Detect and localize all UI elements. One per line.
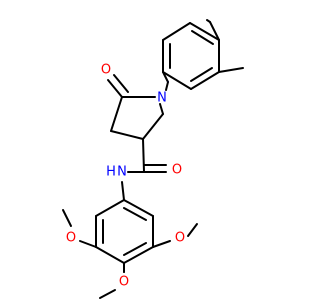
carbonyl-double-bond-b xyxy=(113,74,129,93)
carbonyl-double-bond-a xyxy=(107,79,123,98)
atom-label-nitrogen: N xyxy=(157,91,167,106)
bond xyxy=(162,71,192,90)
aromatic-double-bond xyxy=(190,67,213,82)
methoxy-bond-left xyxy=(79,240,97,248)
bond xyxy=(142,138,145,173)
methoxy-bond-right xyxy=(152,240,171,248)
aromatic-double-bond xyxy=(123,242,147,256)
bond xyxy=(142,113,164,140)
trimethoxyphenyl-ring xyxy=(95,199,154,264)
atom-label-oxygen: O xyxy=(175,231,185,246)
methoxy-methyl-left xyxy=(62,209,72,227)
methoxy-methyl-right xyxy=(187,223,198,237)
bond xyxy=(123,199,154,217)
bond xyxy=(95,199,125,217)
methyl-bond-meta xyxy=(218,67,244,73)
aromatic-double-bond xyxy=(191,30,214,45)
bond xyxy=(123,246,154,264)
atom-label-nitrogen: N xyxy=(117,165,127,180)
bond xyxy=(162,71,169,83)
atom-labels: O N O H N O O O xyxy=(66,63,185,290)
bond xyxy=(162,22,191,41)
bond xyxy=(159,103,164,115)
bond xyxy=(190,71,220,90)
atom-label-oxygen: O xyxy=(101,63,111,78)
chemical-structure-diagram: O N O H N O O O xyxy=(62,19,244,299)
atom-label-oxygen: O xyxy=(66,231,76,246)
n-aryl-bond xyxy=(165,81,169,91)
bond xyxy=(95,246,125,264)
bond xyxy=(110,96,123,132)
methyl-bond-para xyxy=(209,21,220,41)
bond xyxy=(110,130,144,140)
methyl-bond-para-tip xyxy=(206,19,211,23)
atom-label-oxygen: O xyxy=(172,163,182,178)
bond xyxy=(121,181,125,201)
atom-label-hydrogen: H xyxy=(106,165,116,180)
methoxy-methyl-para-line xyxy=(99,289,116,299)
bond xyxy=(189,22,220,41)
dimethylphenyl-ring xyxy=(162,22,220,90)
aromatic-double-bond xyxy=(123,207,147,221)
atom-label-oxygen: O xyxy=(119,275,129,290)
pyrrolidinone-ring xyxy=(110,81,169,140)
